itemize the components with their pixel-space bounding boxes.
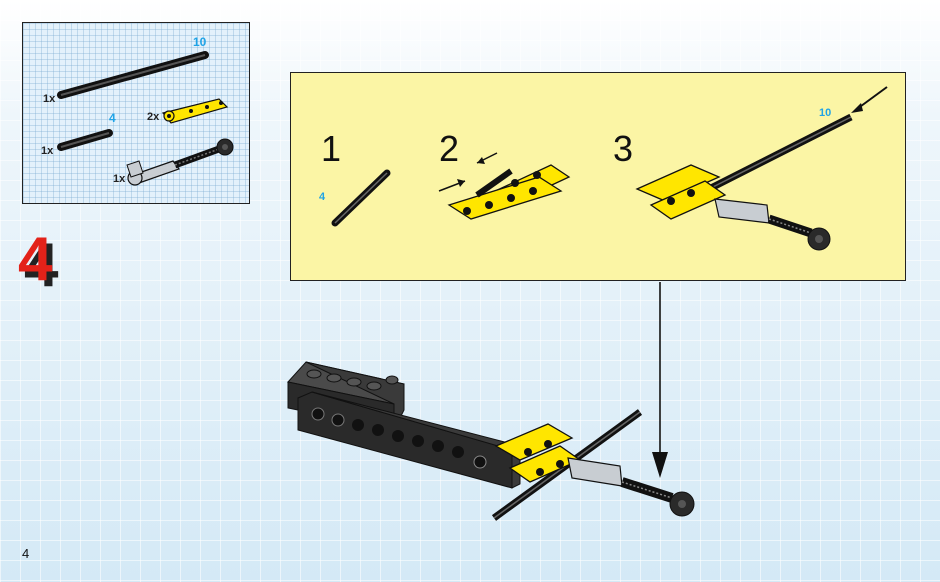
arrow-icon	[851, 86, 888, 113]
axle-4-icon	[331, 169, 391, 227]
step-number: 4 4	[4, 222, 84, 300]
length-label: 4	[319, 191, 326, 203]
substep-number: 3	[613, 128, 634, 169]
arrow-icon	[652, 282, 668, 478]
qty-label: 2x	[147, 111, 160, 123]
shock-absorber-icon	[567, 457, 695, 517]
length-label: 4	[109, 111, 116, 125]
yellow-liftarm-icon	[161, 98, 229, 124]
parts-inventory: 1x 10 2x 1x 4 1x	[22, 22, 250, 204]
svg-text:4: 4	[18, 225, 53, 292]
qty-label: 1x	[41, 145, 54, 157]
axle-10-icon	[57, 51, 209, 99]
technic-brick-icon	[287, 361, 521, 489]
page-number: 4	[22, 546, 30, 561]
qty-label: 1x	[113, 173, 126, 185]
qty-label: 1x	[43, 93, 56, 105]
substeps-panel: 1 4 2 3 10	[290, 72, 906, 281]
liftarm-pair-icon	[447, 164, 571, 220]
shock-absorber-icon	[126, 138, 234, 186]
parts-illustration	[57, 51, 234, 186]
substeps-illustration	[331, 86, 888, 251]
substep-number: 1	[321, 128, 342, 169]
svg-text:4: 4	[24, 231, 59, 292]
substep-number: 2	[439, 128, 460, 169]
axle-4-icon	[57, 129, 113, 151]
step-number-glyph: 4 4	[18, 225, 59, 300]
arrow-icon	[438, 152, 498, 192]
assembly-icon	[635, 113, 853, 251]
length-label: 10	[819, 107, 832, 119]
length-label: 10	[193, 35, 207, 49]
yellow-liftarm-icon	[494, 423, 582, 483]
